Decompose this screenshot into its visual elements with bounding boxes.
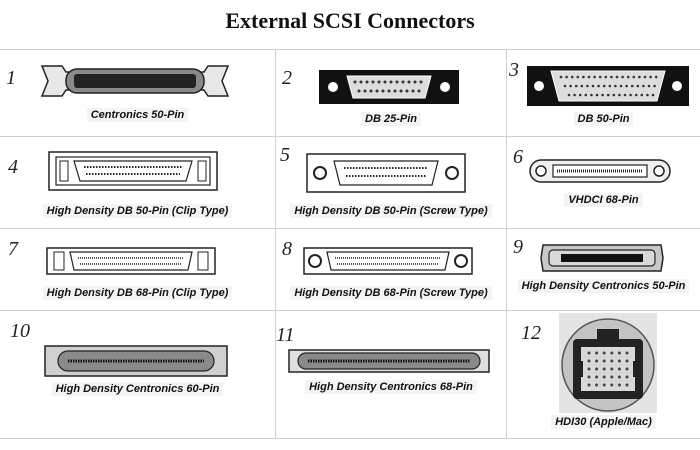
connector-label: High Density DB 68-Pin (Clip Type) (0, 286, 275, 300)
connector-number: 12 (521, 322, 541, 344)
connector-number: 7 (8, 238, 18, 260)
connector-label: High Density DB 50-Pin (Clip Type) (0, 204, 275, 218)
connector-cell-12: 12 HDI30 (Apple/Mac) (507, 311, 700, 437)
connector-label: High Density Centronics 50-Pin (507, 279, 700, 293)
connector-cell-10: 10 High Density Centronics 60-Pin (0, 311, 275, 437)
hd-db-68-screw-connector-icon (303, 247, 473, 275)
connector-number: 3 (509, 59, 519, 81)
connector-label: DB 25-Pin (276, 112, 506, 126)
connector-cell-2: 2 DB 25-Pin (276, 50, 506, 136)
connector-label: High Density DB 50-Pin (Screw Type) (276, 204, 506, 218)
connector-label: VHDCI 68-Pin (507, 193, 700, 207)
connector-number: 1 (6, 67, 16, 89)
grid-divider (506, 49, 507, 438)
vhdci-68-pin-connector-icon (529, 159, 671, 183)
connector-number: 9 (513, 236, 523, 258)
connector-number: 4 (8, 156, 18, 178)
connector-grid (0, 49, 700, 439)
db-25-pin-connector-icon (319, 70, 459, 104)
connector-cell-7: 7 High Density DB 68-Pin (Clip Type) (0, 229, 275, 310)
connector-cell-1: 1 Centronics 50-Pin (0, 50, 275, 136)
connector-cell-11: 11 High Density Centronics 68-Pin (276, 311, 506, 437)
hd-db-50-clip-connector-icon (48, 151, 218, 191)
hd-centronics-50-pin-connector-icon (539, 243, 665, 273)
connector-number: 10 (10, 320, 30, 342)
centronics-50-pin-connector-icon (40, 60, 230, 102)
connector-label: HDI30 (Apple/Mac) (507, 415, 700, 429)
connector-label: DB 50-Pin (507, 112, 700, 126)
grid-divider (0, 310, 700, 311)
connector-number: 6 (513, 146, 523, 168)
connector-cell-3: 3 DB 50-Pin (507, 50, 700, 136)
connector-cell-5: 5 High Density DB 50-Pin (Screw Type) (276, 137, 506, 228)
db-50-pin-connector-icon (527, 66, 689, 106)
connector-cell-9: 9 High Density Centronics 50-Pin (507, 229, 700, 310)
connector-cell-6: 6 VHDCI 68-Pin (507, 137, 700, 228)
connector-number: 8 (282, 238, 292, 260)
hd-db-50-screw-connector-icon (306, 153, 466, 193)
grid-divider (275, 49, 276, 438)
page-title: External SCSI Connectors (225, 8, 475, 33)
connector-number: 5 (280, 144, 290, 166)
connector-number: 11 (276, 324, 295, 346)
hd-centronics-60-pin-connector-icon (44, 345, 228, 377)
connector-label: High Density DB 68-Pin (Screw Type) (276, 286, 506, 300)
connector-number: 2 (282, 67, 292, 89)
hdi30-connector-icon (559, 313, 657, 413)
hd-db-68-clip-connector-icon (46, 247, 216, 275)
connector-label: High Density Centronics 60-Pin (0, 382, 275, 396)
connector-cell-8: 8 High Density DB 68-Pin (Screw Type) (276, 229, 506, 310)
connector-label: High Density Centronics 68-Pin (276, 380, 506, 394)
connector-label: Centronics 50-Pin (0, 108, 275, 122)
connector-cell-4: 4 High Density DB 50-Pin (Clip Type) (0, 137, 275, 228)
hd-centronics-68-pin-connector-icon (288, 349, 490, 373)
grid-divider (0, 228, 700, 229)
grid-divider (0, 136, 700, 137)
